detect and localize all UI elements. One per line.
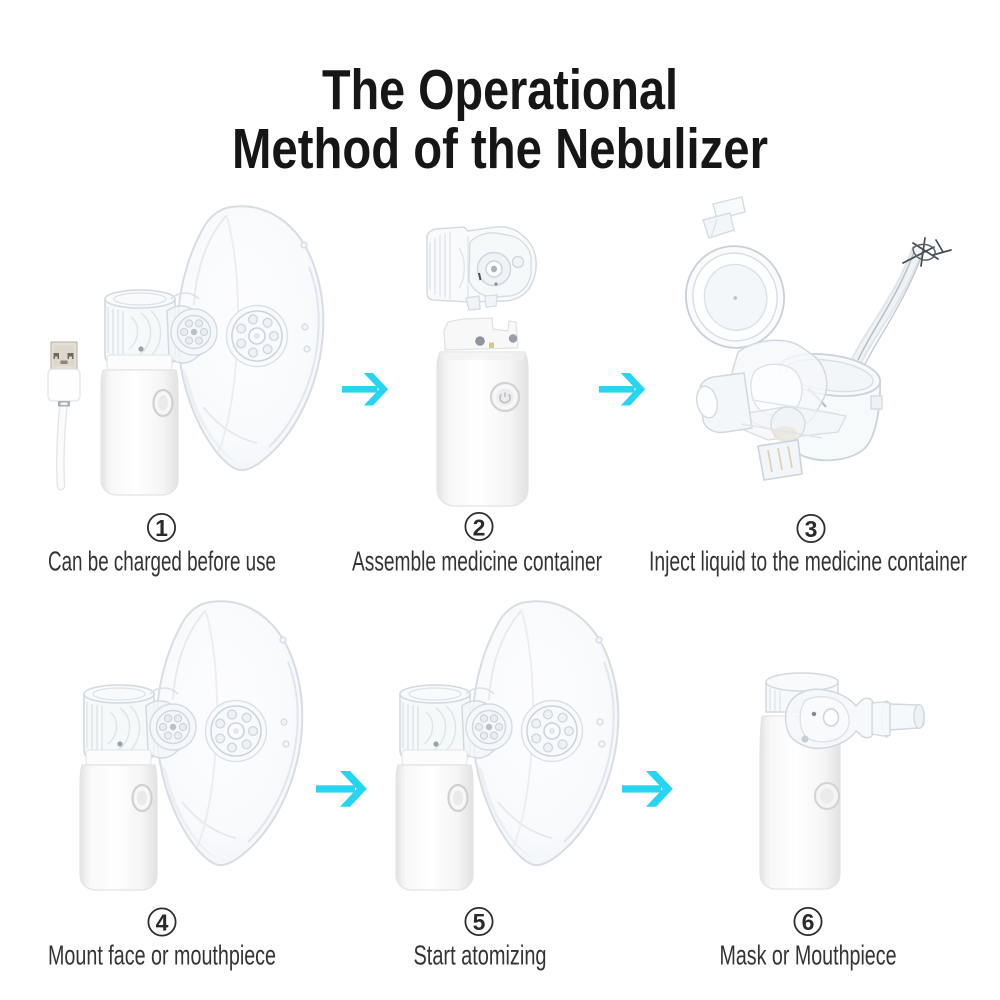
svg-text:4: 4 xyxy=(156,910,169,936)
svg-text:Mount face or mouthpiece: Mount face or mouthpiece xyxy=(48,940,276,971)
svg-text:Assemble medicine container: Assemble medicine container xyxy=(352,546,602,577)
svg-text:5: 5 xyxy=(473,909,486,935)
svg-text:1: 1 xyxy=(155,515,168,541)
svg-text:Start atomizing: Start atomizing xyxy=(414,940,547,971)
svg-text:3: 3 xyxy=(805,516,818,542)
svg-text:Method of the Nebulizer: Method of the Nebulizer xyxy=(232,117,768,180)
svg-text:The Operational: The Operational xyxy=(322,58,678,121)
svg-text:Mask or Mouthpiece: Mask or Mouthpiece xyxy=(720,940,897,971)
svg-text:Inject liquid to the medicine: Inject liquid to the medicine container xyxy=(649,546,967,577)
svg-text:2: 2 xyxy=(473,515,486,541)
svg-text:6: 6 xyxy=(802,909,815,935)
svg-text:Can be charged before use: Can be charged before use xyxy=(48,546,276,577)
